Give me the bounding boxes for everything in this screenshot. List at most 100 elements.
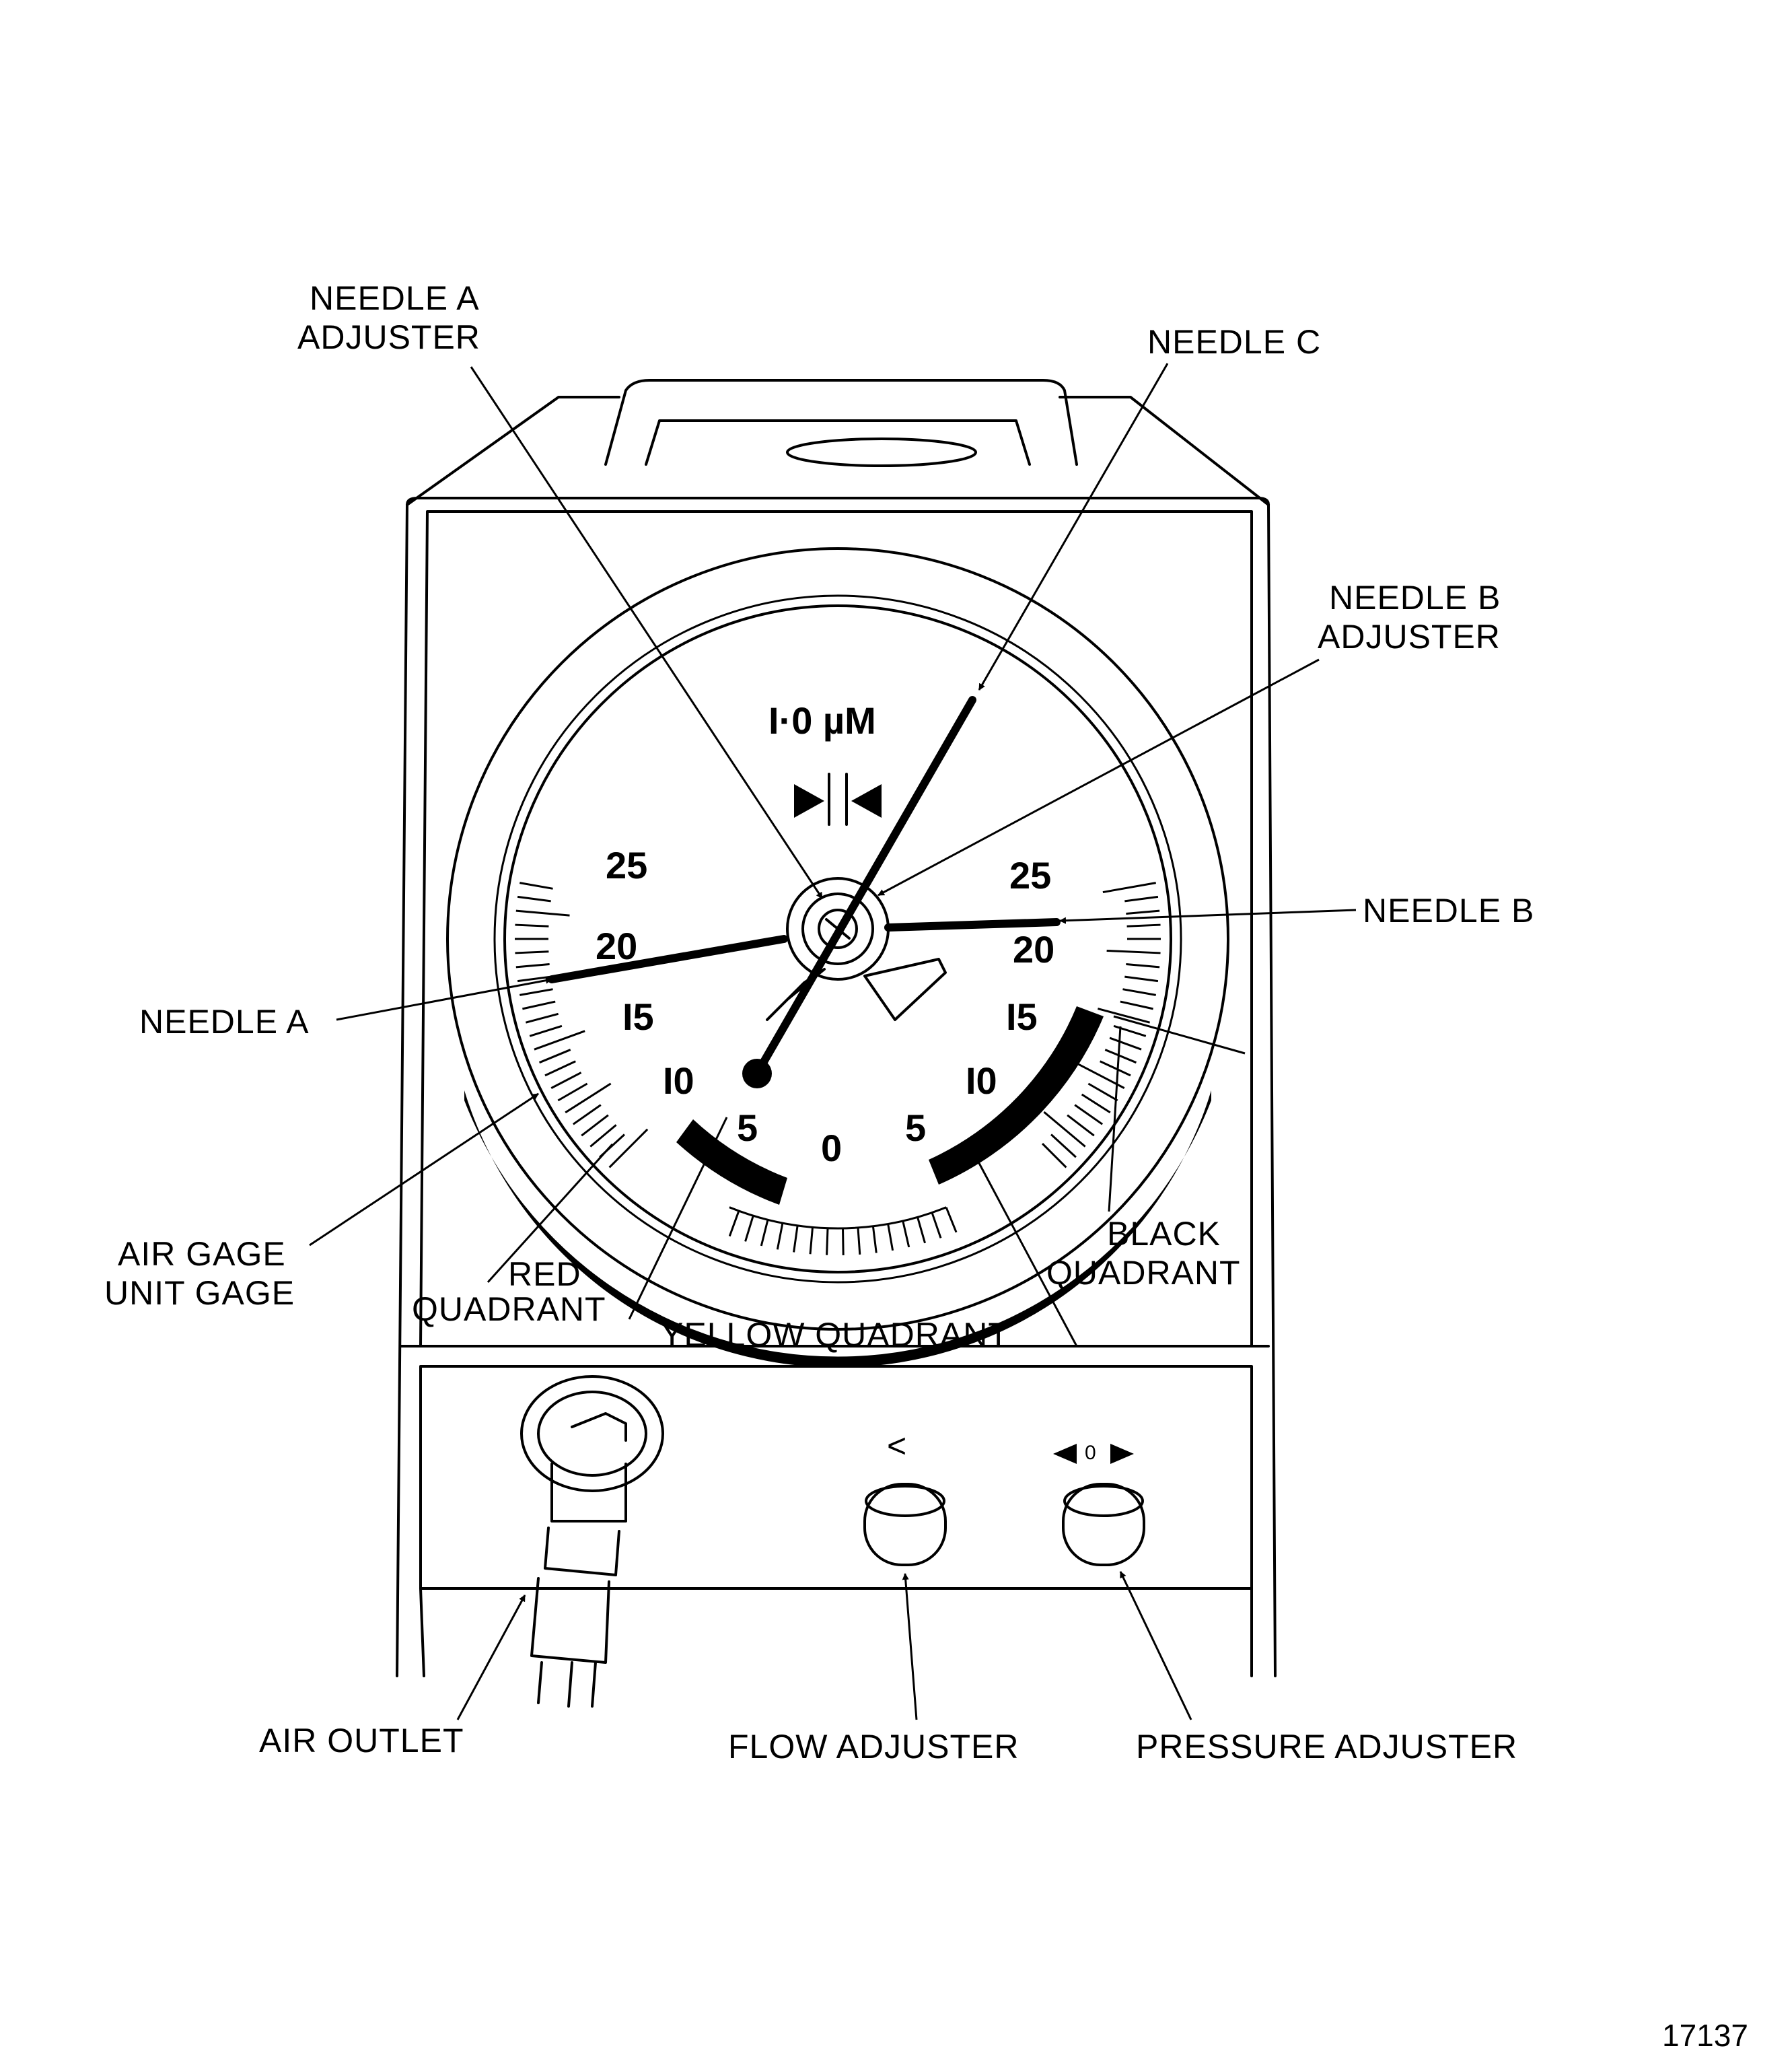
scale-tick bbox=[1102, 882, 1156, 894]
dial-bezel-outer bbox=[446, 547, 1229, 1331]
scale-tick bbox=[538, 1049, 571, 1064]
needle-b-adjuster[interactable] bbox=[801, 893, 874, 965]
scale-left-10: I0 bbox=[663, 1059, 694, 1102]
yellow-quadrant-arc bbox=[729, 1206, 947, 1230]
scale-tick bbox=[728, 1210, 740, 1237]
scale-tick bbox=[515, 963, 550, 969]
scale-left-20: 20 bbox=[596, 925, 637, 967]
carry-handle bbox=[604, 379, 1078, 466]
scale-tick bbox=[1041, 1142, 1067, 1168]
label-red-quadrant-2: QUADRANT bbox=[412, 1290, 606, 1328]
scale-tick bbox=[1106, 949, 1161, 954]
scale-right-15: I5 bbox=[1006, 995, 1038, 1038]
scale-tick bbox=[809, 1227, 814, 1255]
black-quadrant-band bbox=[929, 1006, 1104, 1185]
scale-tick bbox=[931, 1212, 942, 1238]
label-air-outlet: AIR OUTLET bbox=[259, 1722, 464, 1759]
label-needle-b-adjuster-2: ADJUSTER bbox=[1318, 618, 1501, 656]
scale-tick bbox=[1126, 909, 1160, 915]
gage-housing bbox=[396, 379, 1277, 1677]
scale-tick bbox=[515, 923, 549, 928]
scale-tick bbox=[871, 1226, 877, 1253]
scale-tick bbox=[522, 1000, 556, 1010]
label-needle-b-adjuster-1: NEEDLE B bbox=[1329, 579, 1501, 617]
scale-tick bbox=[572, 1104, 602, 1125]
scale-tick bbox=[1087, 1082, 1118, 1102]
scale-tick bbox=[519, 882, 553, 890]
needle-a bbox=[548, 935, 788, 983]
scale-tick bbox=[1081, 1093, 1111, 1114]
label-flow-adjuster: FLOW ADJUSTER bbox=[728, 1728, 1019, 1765]
scale-right-25: 25 bbox=[1009, 854, 1051, 897]
scale-tick bbox=[544, 1060, 576, 1077]
label-red-quadrant-1: RED bbox=[508, 1255, 581, 1293]
pressure-adjuster-knob[interactable] bbox=[1062, 1483, 1145, 1566]
needle-hub bbox=[786, 877, 890, 981]
scale-tick bbox=[902, 1220, 910, 1248]
label-needle-a: NEEDLE A bbox=[139, 1003, 310, 1041]
scale-tick bbox=[917, 1216, 926, 1244]
scale-tick bbox=[1122, 988, 1156, 996]
dial-unit: I·0 µM bbox=[768, 699, 876, 742]
scale-tick bbox=[515, 909, 570, 917]
scale-tick bbox=[776, 1222, 784, 1250]
figure-number: 17137 bbox=[1662, 2018, 1748, 2053]
scale-tick bbox=[1067, 1114, 1095, 1137]
scale-tick bbox=[744, 1215, 754, 1242]
label-needle-b: NEEDLE B bbox=[1363, 892, 1534, 930]
scale-tick bbox=[1104, 1049, 1137, 1064]
scale-left-15: I5 bbox=[622, 995, 654, 1038]
needle-b bbox=[884, 918, 1061, 932]
scale-tick bbox=[517, 895, 551, 903]
flow-symbol: < bbox=[887, 1427, 907, 1465]
scale-tick bbox=[842, 1228, 845, 1255]
scale-tick bbox=[945, 1207, 958, 1233]
label-air-gage-unit-gage-2: UNIT GAGE bbox=[104, 1274, 295, 1312]
scale-right-5: 5 bbox=[905, 1107, 926, 1149]
needle-a-adjuster-screw-icon[interactable] bbox=[818, 909, 858, 949]
label-yellow-quadrant: YELLOW QUADRANT bbox=[661, 1316, 1009, 1354]
flow-adjuster-knob[interactable] bbox=[863, 1483, 947, 1566]
red-quadrant-band bbox=[676, 1119, 787, 1205]
scale-tick bbox=[826, 1228, 829, 1255]
label-black-quadrant-1: BLACK bbox=[1107, 1215, 1221, 1253]
scale-left-25: 25 bbox=[606, 844, 647, 886]
label-needle-c: NEEDLE C bbox=[1147, 323, 1321, 361]
label-needle-a-adjuster-1: NEEDLE A bbox=[310, 279, 480, 317]
scale-tick bbox=[1126, 963, 1160, 969]
scale-tick bbox=[1109, 1037, 1142, 1051]
label-black-quadrant-2: QUADRANT bbox=[1046, 1254, 1241, 1292]
scale-tick bbox=[793, 1225, 799, 1253]
scale-right-20: 20 bbox=[1013, 928, 1054, 971]
scale-tick bbox=[1074, 1104, 1104, 1125]
scale-tick bbox=[581, 1114, 609, 1137]
scale-tick bbox=[519, 988, 553, 996]
label-air-gage-unit-gage-1: AIR GAGE bbox=[118, 1235, 286, 1273]
tolerance-arrows-icon bbox=[794, 773, 882, 826]
pressure-symbol: 0 bbox=[1085, 1442, 1096, 1464]
scale-tick bbox=[1043, 1111, 1086, 1148]
scale-tick bbox=[887, 1224, 894, 1251]
scale-tick bbox=[557, 1082, 588, 1102]
scale-tick bbox=[857, 1227, 861, 1255]
scale-tick bbox=[565, 1082, 612, 1114]
scale-tick bbox=[1050, 1133, 1077, 1158]
scale-tick bbox=[608, 1128, 649, 1168]
scale-tick bbox=[1120, 1000, 1153, 1010]
scale-tick bbox=[1124, 975, 1159, 983]
air-outlet-fitting bbox=[520, 1375, 664, 1708]
scale-left-5: 5 bbox=[737, 1107, 758, 1149]
scale-tick bbox=[1124, 895, 1159, 903]
scale-tick bbox=[1126, 923, 1161, 928]
scale-tick bbox=[515, 950, 549, 954]
scale-tick bbox=[525, 1012, 559, 1024]
scale-tick bbox=[760, 1219, 769, 1247]
zero-arrows-icon: 0 bbox=[1053, 1442, 1134, 1464]
scale-right-10: I0 bbox=[966, 1059, 997, 1102]
label-needle-a-adjuster-2: ADJUSTER bbox=[297, 318, 480, 356]
scale-tick bbox=[534, 1030, 585, 1051]
leader-lines bbox=[309, 363, 1357, 1720]
scale-tick bbox=[589, 1124, 617, 1148]
scale-tick bbox=[1100, 1060, 1131, 1077]
